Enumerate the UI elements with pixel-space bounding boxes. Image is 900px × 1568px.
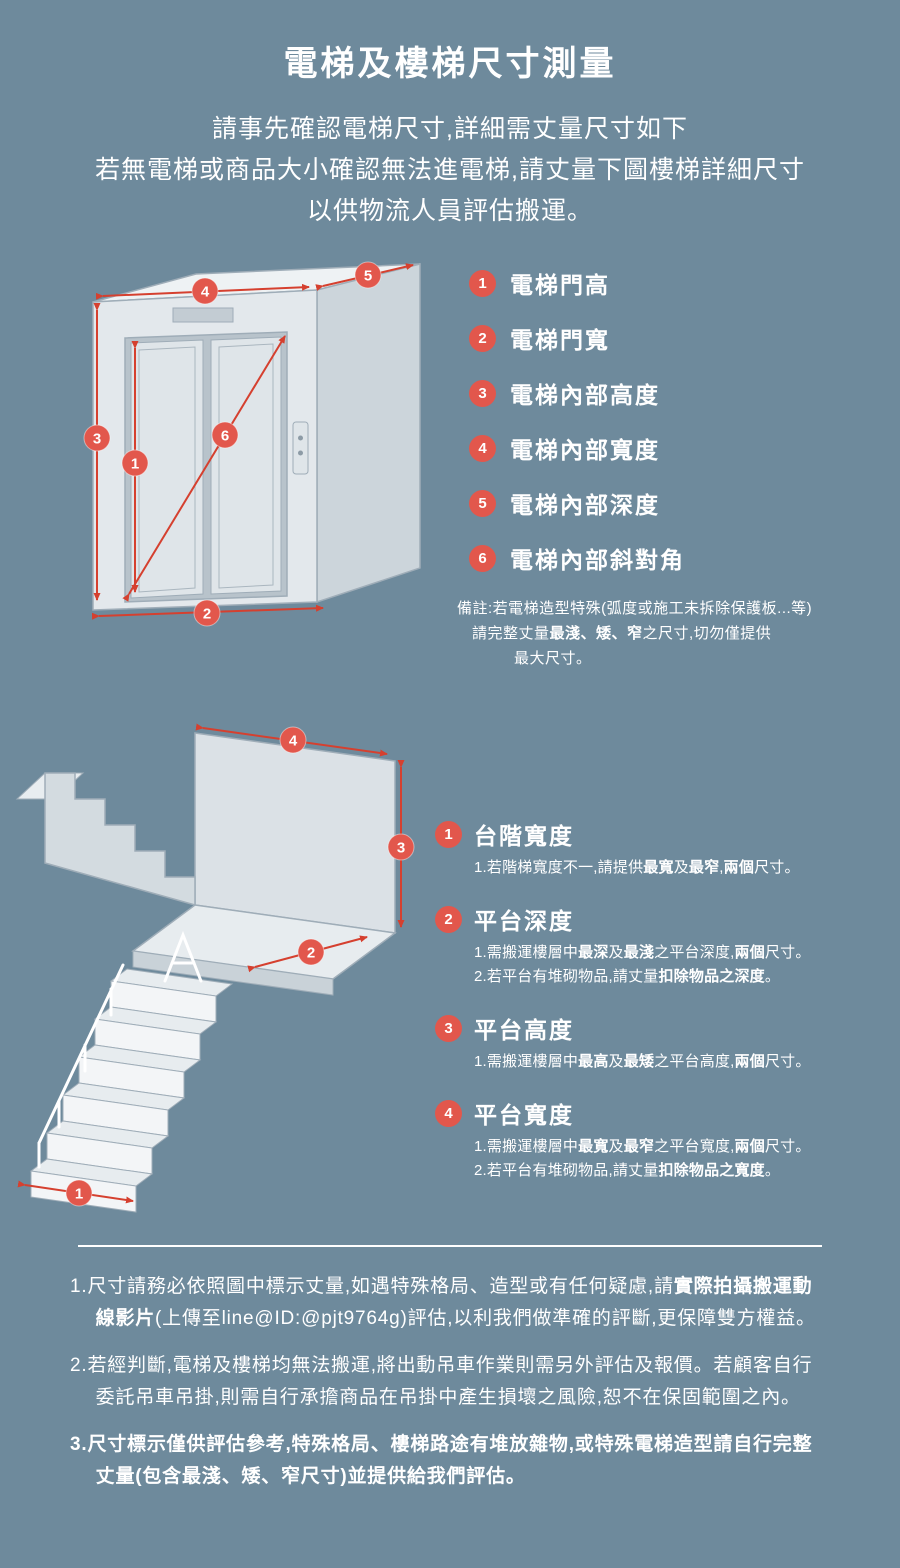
elevator-markers: 4 5 3 1 6 [83,261,382,627]
legend-label: 電梯內部高度 [510,382,660,408]
svg-text:1: 1 [75,1185,83,1202]
legend-description: 1.若階梯寬度不一,請提供最寬及最窄,兩個尺寸。 [474,856,890,880]
legend-label: 電梯內部深度 [510,492,660,518]
svg-text:4: 4 [201,283,210,300]
svg-text:2: 2 [307,944,315,961]
description-line: 1.需搬運樓層中最深及最淺之平台深度,兩個尺寸。 [474,944,811,961]
svg-text:5: 5 [364,267,372,284]
marker-6: 6 [211,421,239,449]
legend-description: 1.需搬運樓層中最高及最矮之平台高度,兩個尺寸。 [474,1050,890,1074]
footer-note: 1.尺寸請務必依照圖中標示丈量,如遇特殊格局、造型或有任何疑慮,請實際拍攝搬運動… [70,1276,816,1329]
elevator-legend-item: 2 電梯門寬 [469,321,900,355]
stairs-section: 4 3 2 1 [0,715,900,1215]
intro-line: 若無電梯或商品大小確認無法進電梯,請丈量下圖樓梯詳細尺寸 [95,156,805,184]
legend-title: 平台高度 [474,1017,574,1043]
note-line: 請完整丈量最淺、矮、窄之尺寸,切勿僅提供 [472,625,772,642]
legend-number-badge: 1 [435,820,462,848]
intro-line: 以供物流人員評估搬運。 [306,197,593,225]
description-line: 1.需搬運樓層中最高及最矮之平台高度,兩個尺寸。 [474,1053,811,1070]
legend-title: 台階寬度 [474,823,574,849]
elevator-legend: 1 電梯門高 2 電梯門寬 3 電梯內部高度 4 電梯內部寬度 5 電梯內部深度… [445,250,900,671]
elevator-section: 4 5 3 1 6 [0,250,900,671]
note-line: 備註:若電梯造型特殊(弧度或施工未拆除保護板...等) [457,600,813,617]
divider [78,1245,822,1247]
footer-note: 2.若經判斷,電梯及樓梯均無法搬運,將出動吊車作業則需另外評估及報價。若顧客自行… [70,1355,813,1408]
description-line: 1.若階梯寬度不一,請提供最寬及最窄,兩個尺寸。 [474,859,800,876]
elevator-note: 備註:若電梯造型特殊(弧度或施工未拆除保護板...等) 請完整丈量最淺、矮、窄之… [457,596,900,671]
upper-flight [44,772,196,906]
legend-number-badge: 6 [469,544,496,572]
legend-title: 平台寬度 [474,1102,574,1128]
footer-note: 3.尺寸標示僅供評估參考,特殊格局、樓梯路途有堆放雜物,或特殊電梯造型請自行完整… [70,1434,813,1487]
legend-number-badge: 3 [469,379,496,407]
legend-number-badge: 4 [469,434,496,462]
footer-notes: 1.尺寸請務必依照圖中標示丈量,如遇特殊格局、造型或有任何疑慮,請實際拍攝搬運動… [0,1271,900,1493]
svg-text:4: 4 [289,732,298,749]
stairs-legend-item: 3 平台高度 1.需搬運樓層中最高及最矮之平台高度,兩個尺寸。 [435,1011,890,1074]
elevator-drawing: 4 5 3 1 6 [83,261,421,627]
legend-description: 1.需搬運樓層中最寬及最窄之平台寬度,兩個尺寸。 2.若平台有堆砌物品,請丈量扣… [474,1135,890,1183]
legend-label: 電梯內部寬度 [510,437,660,463]
dimension-line-6 [122,335,286,602]
svg-text:3: 3 [93,430,101,447]
legend-title: 平台深度 [474,908,574,934]
stair-railing [37,930,203,1169]
stairs-markers: 4 3 2 1 [65,726,415,1207]
description-line: 1.需搬運樓層中最寬及最窄之平台寬度,兩個尺寸。 [474,1138,811,1155]
elevator-cab [92,263,421,611]
legend-number-badge: 3 [435,1014,462,1042]
marker-2: 2 [297,938,325,966]
stairs-legend-item: 4 平台寬度 1.需搬運樓層中最寬及最窄之平台寬度,兩個尺寸。 2.若平台有堆砌… [435,1096,890,1183]
marker-1: 1 [121,449,149,477]
description-line: 2.若平台有堆砌物品,請丈量扣除物品之寬度。 [474,1162,781,1179]
stairs-legend-item: 1 台階寬度 1.若階梯寬度不一,請提供最寬及最窄,兩個尺寸。 [435,817,890,880]
intro-line: 請事先確認電梯尺寸,詳細需丈量尺寸如下 [212,115,688,143]
marker-2: 2 [193,599,221,627]
legend-number-badge: 2 [469,324,496,352]
lower-flight [29,968,234,1213]
marker-4: 4 [191,277,219,305]
elevator-legend-item: 3 電梯內部高度 [469,376,900,410]
legend-label: 電梯門寬 [510,327,610,353]
intro-text: 請事先確認電梯尺寸,詳細需丈量尺寸如下 若無電梯或商品大小確認無法進電梯,請丈量… [0,109,900,232]
svg-text:6: 6 [221,427,229,444]
description-line: 2.若平台有堆砌物品,請丈量扣除物品之深度。 [474,968,781,985]
svg-text:3: 3 [397,839,405,856]
floor-indicator [172,307,234,323]
marker-3: 3 [387,833,415,861]
stairs-drawing: 4 3 2 1 [15,723,415,1213]
svg-text:2: 2 [203,605,211,622]
legend-number-badge: 1 [469,269,496,297]
elevator-legend-item: 1 電梯門高 [469,266,900,300]
legend-label: 電梯內部斜對角 [510,547,685,573]
marker-5: 5 [354,261,382,289]
elevator-illustration: 4 5 3 1 6 [0,250,445,671]
page-title: 電梯及樓梯尺寸測量 [283,45,617,83]
svg-text:1: 1 [131,455,139,472]
stair-walls [15,732,396,934]
stairs-illustration: 4 3 2 1 [0,715,435,1215]
control-panel [292,421,309,475]
elevator-legend-item: 4 電梯內部寬度 [469,431,900,465]
note-line: 最大尺寸。 [514,650,592,667]
legend-label: 電梯門高 [510,272,610,298]
elevator-legend-item: 5 電梯內部深度 [469,486,900,520]
legend-number-badge: 5 [469,489,496,517]
stairs-legend-item: 2 平台深度 1.需搬運樓層中最深及最淺之平台深度,兩個尺寸。 2.若平台有堆砌… [435,902,890,989]
legend-description: 1.需搬運樓層中最深及最淺之平台深度,兩個尺寸。 2.若平台有堆砌物品,請丈量扣… [474,941,890,989]
elevator-legend-item: 6 電梯內部斜對角 [469,541,900,575]
marker-1: 1 [65,1179,93,1207]
legend-number-badge: 4 [435,1099,462,1127]
marker-3: 3 [83,424,111,452]
marker-4: 4 [279,726,307,754]
stairs-legend: 1 台階寬度 1.若階梯寬度不一,請提供最寬及最窄,兩個尺寸。 2 平台深度 1… [435,715,900,1215]
legend-number-badge: 2 [435,905,462,933]
